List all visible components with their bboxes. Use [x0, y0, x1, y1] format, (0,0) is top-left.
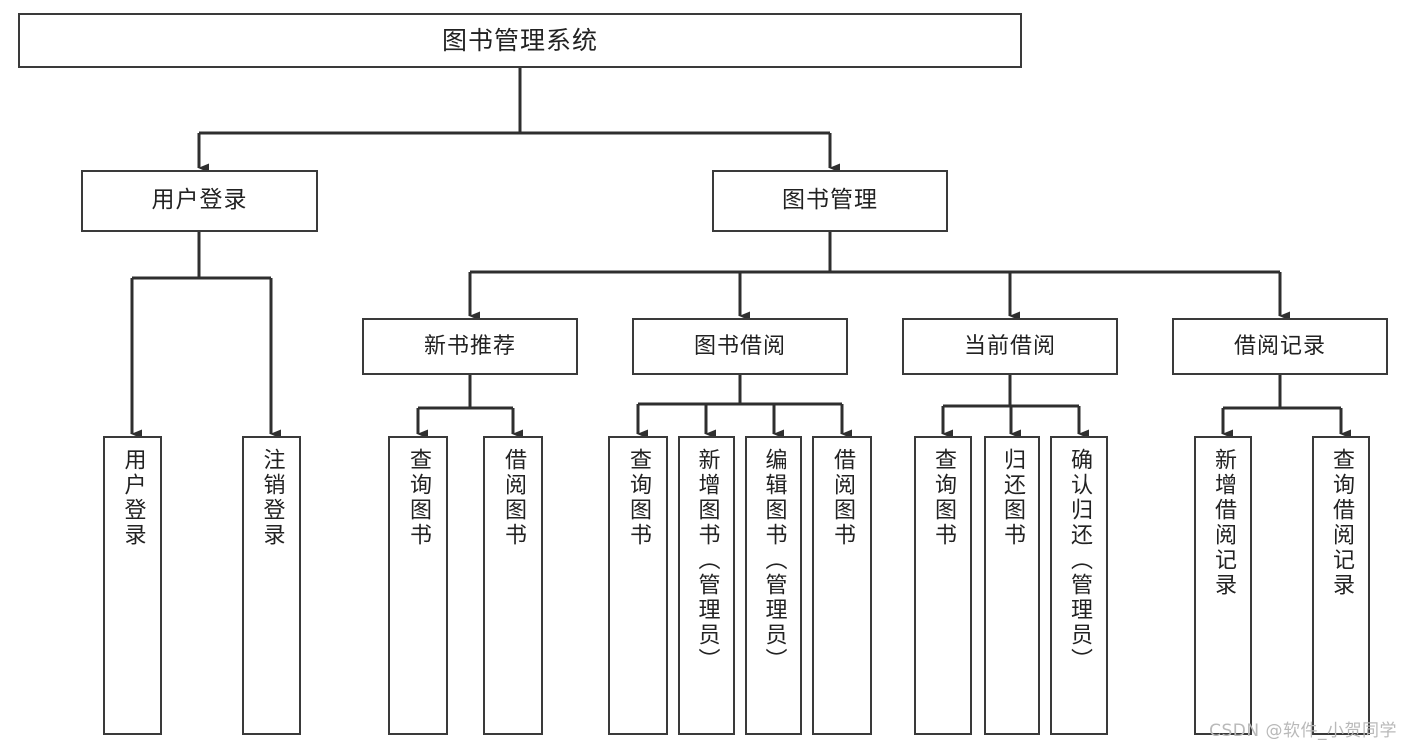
node-leaf-query-book-2[interactable]: 查询图书 [608, 436, 668, 735]
node-leaf-edit-book-label: 编辑图书（管理员） [761, 448, 787, 673]
node-book-manage[interactable]: 图书管理 [712, 170, 948, 232]
node-leaf-query-book-1-label: 查询图书 [406, 448, 431, 548]
node-leaf-add-book-label: 新增图书（管理员） [694, 448, 720, 673]
node-book-manage-label: 图书管理 [782, 187, 878, 214]
node-leaf-borrow-book-2-label: 借阅图书 [830, 448, 855, 548]
node-leaf-user-login[interactable]: 用户登录 [103, 436, 162, 735]
node-leaf-query-book-3[interactable]: 查询图书 [914, 436, 972, 735]
node-new-book-recommend[interactable]: 新书推荐 [362, 318, 578, 375]
node-book-borrow-label: 图书借阅 [693, 333, 786, 359]
node-user-login[interactable]: 用户登录 [81, 170, 318, 232]
node-leaf-query-record-label: 查询借阅记录 [1329, 448, 1354, 598]
node-leaf-return-book[interactable]: 归还图书 [984, 436, 1040, 735]
node-leaf-query-book-2-label: 查询图书 [626, 448, 651, 548]
node-root-label: 图书管理系统 [441, 25, 598, 55]
node-leaf-query-book-3-label: 查询图书 [931, 448, 956, 548]
node-leaf-query-book-1[interactable]: 查询图书 [388, 436, 448, 735]
node-leaf-logout-login[interactable]: 注销登录 [242, 436, 301, 735]
node-borrow-record-label: 借阅记录 [1233, 333, 1326, 359]
node-leaf-confirm-return-label: 确认归还（管理员） [1067, 448, 1092, 673]
node-leaf-user-login-label: 用户登录 [120, 448, 146, 548]
node-leaf-return-book-label: 归还图书 [1000, 448, 1025, 548]
node-current-borrow[interactable]: 当前借阅 [902, 318, 1118, 375]
node-leaf-logout-login-label: 注销登录 [259, 448, 285, 548]
node-leaf-edit-book[interactable]: 编辑图书（管理员） [745, 436, 802, 735]
node-leaf-add-book[interactable]: 新增图书（管理员） [678, 436, 735, 735]
node-leaf-borrow-book-1-label: 借阅图书 [501, 448, 526, 548]
node-book-borrow[interactable]: 图书借阅 [632, 318, 848, 375]
node-current-borrow-label: 当前借阅 [963, 333, 1056, 359]
node-leaf-add-record[interactable]: 新增借阅记录 [1194, 436, 1252, 735]
node-leaf-borrow-book-2[interactable]: 借阅图书 [812, 436, 872, 735]
node-leaf-add-record-label: 新增借阅记录 [1211, 448, 1236, 598]
node-new-book-recommend-label: 新书推荐 [423, 333, 516, 359]
node-user-login-label: 用户登录 [151, 187, 248, 214]
node-borrow-record[interactable]: 借阅记录 [1172, 318, 1388, 375]
node-leaf-confirm-return[interactable]: 确认归还（管理员） [1050, 436, 1108, 735]
node-leaf-query-record[interactable]: 查询借阅记录 [1312, 436, 1370, 735]
node-root[interactable]: 图书管理系统 [18, 13, 1022, 68]
node-leaf-borrow-book-1[interactable]: 借阅图书 [483, 436, 543, 735]
